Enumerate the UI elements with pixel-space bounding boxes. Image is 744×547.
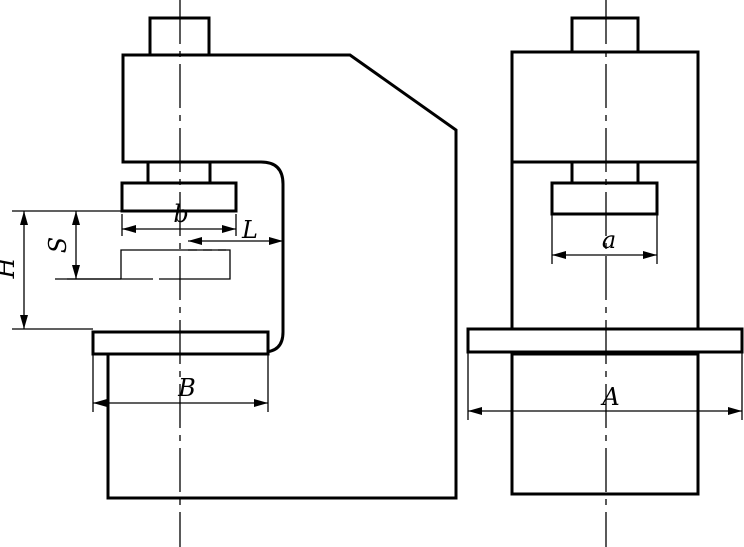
side-view: a A [466, 0, 744, 547]
dim-H-label: H [0, 256, 20, 279]
side-upper-housing [510, 50, 700, 164]
dim-A-label: A [600, 383, 619, 411]
workpiece [55, 249, 231, 280]
ram-connector [146, 160, 212, 185]
dim-L: L [188, 216, 283, 245]
dim-H: H [0, 210, 93, 330]
side-top-nut [570, 16, 640, 54]
dim-a-label: a [602, 226, 616, 254]
frame-body [106, 53, 458, 500]
side-base [510, 352, 700, 496]
dim-b: b [121, 200, 237, 236]
workpiece-hidden-edge [144, 249, 226, 280]
dim-S: S [44, 210, 122, 280]
punch-block [120, 181, 238, 213]
side-ram-connector [570, 160, 640, 185]
dim-B-label: B [177, 374, 196, 402]
front-view: b L S H B [0, 0, 458, 547]
dim-b-label: b [173, 200, 188, 228]
dim-L-label: L [241, 216, 258, 244]
dim-S-label: S [44, 237, 72, 253]
side-table [466, 327, 744, 354]
side-punch-block [550, 181, 659, 216]
dim-A: A [467, 352, 743, 420]
dim-a: a [551, 214, 658, 264]
dim-B: B [92, 354, 269, 412]
